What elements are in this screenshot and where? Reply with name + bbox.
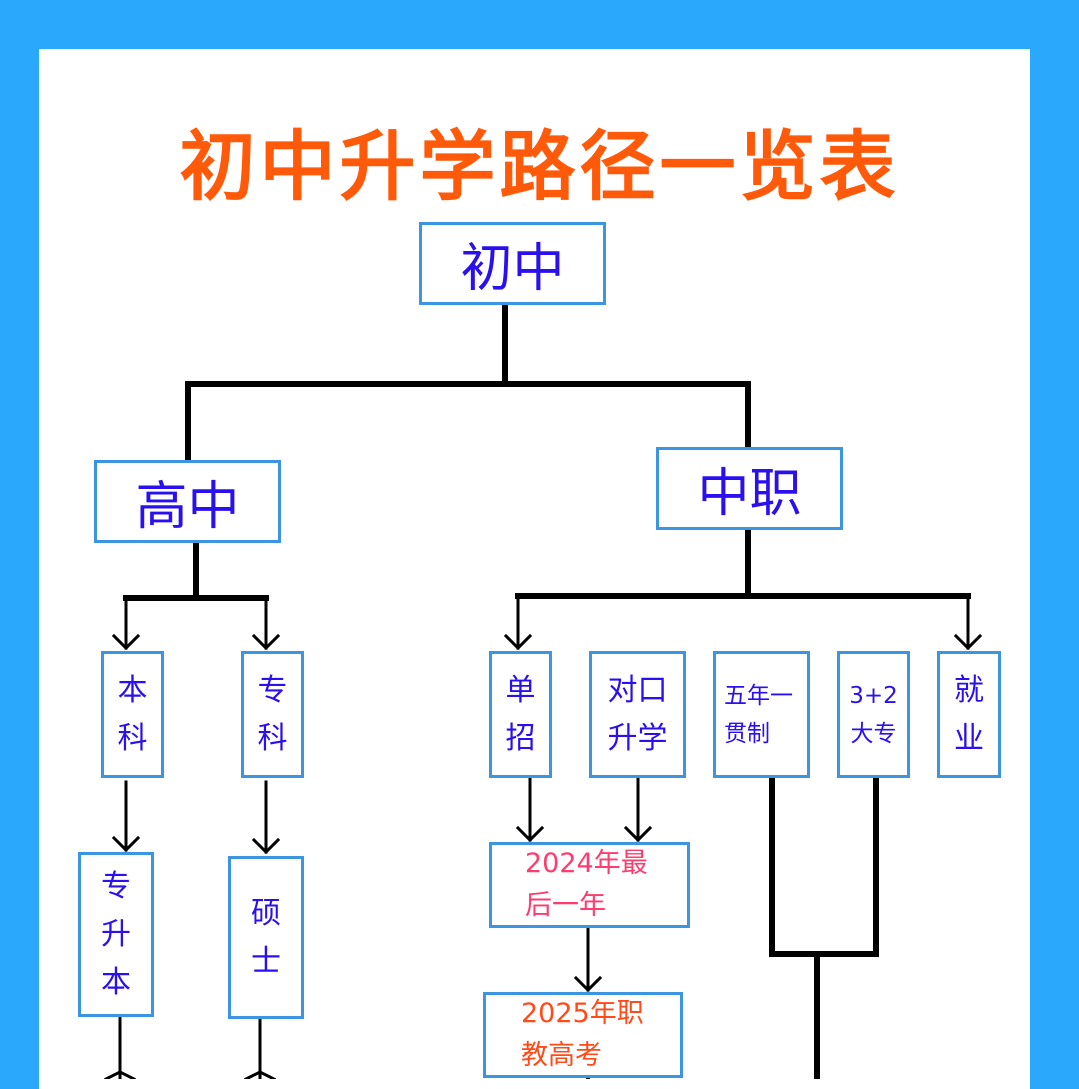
node-2024-label: 2024年最 后一年	[525, 848, 648, 921]
node-three-plus-two: 3+2 大专	[837, 651, 910, 778]
node-high-school: 高中	[94, 460, 281, 543]
node-vocational: 中职	[656, 447, 843, 530]
node-vocational-label: 中职	[697, 464, 802, 524]
node-master-label: 硕 士	[251, 895, 281, 979]
connector-merge	[769, 772, 879, 957]
node-upgrade-to-bachelor: 专 升 本	[78, 852, 154, 1017]
node-2025-label: 2025年职 教高考	[521, 998, 644, 1071]
node-bachelor: 本 科	[101, 651, 164, 778]
node-junior-college-label: 专 科	[257, 672, 288, 756]
node-single-enrollment: 单 招	[489, 651, 552, 778]
node-master: 硕 士	[228, 856, 304, 1019]
node-counterpart-admission: 对口 升学	[589, 651, 686, 778]
node-five-year-label: 五年一 贯制	[724, 682, 793, 747]
node-employment: 就 业	[937, 651, 1001, 778]
node-high-school-label: 高中	[135, 477, 240, 537]
arrowhead-junior-college	[251, 633, 281, 651]
page-title: 初中升学路径一览表	[179, 122, 900, 211]
node-2024-last-year: 2024年最 后一年	[489, 842, 690, 928]
node-root: 初中	[419, 222, 606, 305]
arrowhead-upgrade	[111, 835, 141, 853]
node-upgrade-label: 专 升 本	[101, 868, 131, 1000]
node-five-year-program: 五年一 贯制	[713, 651, 810, 778]
node-bachelor-label: 本 科	[117, 672, 148, 756]
node-root-label: 初中	[460, 239, 565, 299]
node-single-enrollment-label: 单 招	[505, 672, 536, 756]
node-2025-vocational-exam: 2025年职 教高考	[483, 992, 683, 1078]
node-employment-label: 就 业	[954, 672, 984, 756]
arrowhead-bachelor	[111, 633, 141, 651]
node-counterpart-label: 对口 升学	[607, 672, 668, 756]
arrowhead-master	[251, 837, 281, 855]
node-three-plus-two-label: 3+2 大专	[849, 682, 898, 747]
node-junior-college: 专 科	[241, 651, 304, 778]
